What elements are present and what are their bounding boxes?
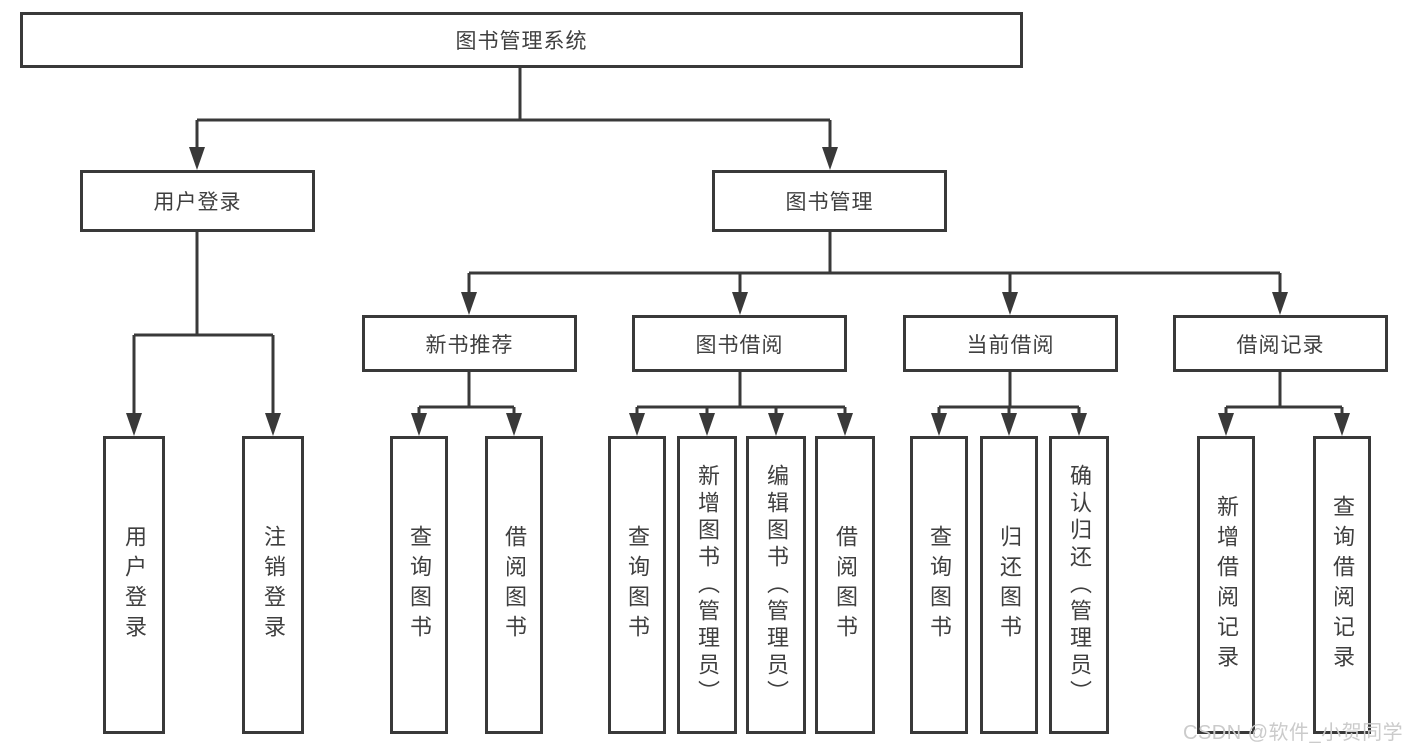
leaf-login-logout: 注销登录: [242, 436, 304, 734]
node-user-login-label: 用户登录: [153, 191, 242, 214]
node-current-borrow: 当前借阅: [903, 315, 1118, 372]
node-book-borrow-label: 图书借阅: [695, 333, 784, 357]
node-root-label: 图书管理系统: [455, 30, 588, 53]
watermark: CSDN @软件_小贺同学: [1183, 722, 1404, 744]
leaf-current-confirm-return: 确认归还（管理员）: [1049, 436, 1109, 734]
leaf-new-borrow-books-label: 借阅图书: [502, 525, 527, 645]
leaf-new-query-books-label: 查询图书: [407, 525, 432, 645]
leaf-borrow-query-books: 查询图书: [608, 436, 666, 734]
leaf-borrow-add-books-label: 新增图书（管理员）: [695, 463, 720, 707]
node-book-borrow: 图书借阅: [632, 315, 847, 372]
leaf-records-add-record-label: 新增借阅记录: [1214, 495, 1239, 675]
leaf-new-query-books: 查询图书: [390, 436, 448, 734]
node-new-books: 新书推荐: [362, 315, 577, 372]
leaf-current-confirm-return-label: 确认归还（管理员）: [1067, 463, 1092, 707]
leaf-current-query-books: 查询图书: [910, 436, 968, 734]
node-borrow-records-label: 借阅记录: [1236, 333, 1325, 357]
leaf-current-return-books-label: 归还图书: [997, 525, 1022, 645]
leaf-login-logout-label: 注销登录: [261, 525, 286, 645]
leaf-current-query-books-label: 查询图书: [927, 525, 952, 645]
leaf-borrow-borrow-books: 借阅图书: [815, 436, 875, 734]
node-book-mgmt-label: 图书管理: [785, 191, 874, 214]
node-current-borrow-label: 当前借阅: [966, 333, 1055, 357]
node-root: 图书管理系统: [20, 12, 1023, 68]
leaf-records-add-record: 新增借阅记录: [1197, 436, 1255, 734]
node-new-books-label: 新书推荐: [425, 333, 514, 357]
leaf-borrow-edit-books: 编辑图书（管理员）: [746, 436, 806, 734]
leaf-records-query-record: 查询借阅记录: [1313, 436, 1371, 734]
leaf-records-query-record-label: 查询借阅记录: [1330, 495, 1355, 675]
leaf-borrow-add-books: 新增图书（管理员）: [677, 436, 737, 734]
node-book-mgmt: 图书管理: [712, 170, 947, 232]
leaf-new-borrow-books: 借阅图书: [485, 436, 543, 734]
leaf-borrow-edit-books-label: 编辑图书（管理员）: [764, 463, 789, 707]
node-borrow-records: 借阅记录: [1173, 315, 1388, 372]
leaf-login-user-login-label: 用户登录: [122, 525, 147, 645]
leaf-login-user-login: 用户登录: [103, 436, 165, 734]
leaf-borrow-query-books-label: 查询图书: [625, 525, 650, 645]
node-user-login: 用户登录: [80, 170, 315, 232]
leaf-borrow-borrow-books-label: 借阅图书: [833, 525, 858, 645]
leaf-current-return-books: 归还图书: [980, 436, 1038, 734]
